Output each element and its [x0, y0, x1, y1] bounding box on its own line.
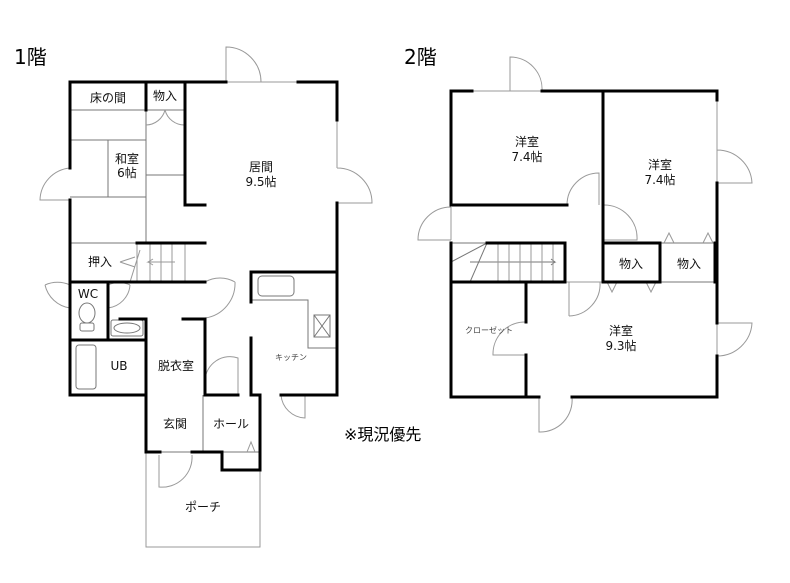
room-wc: WC [78, 287, 98, 301]
room-western-3: 洋室 [609, 323, 633, 338]
room-closet: クローゼット [465, 325, 513, 335]
room-storage-1f: 物入 [153, 89, 177, 103]
floor1-plan [39, 46, 373, 548]
floor1-title: 1階 [14, 45, 47, 69]
room-living: 居間 [249, 160, 273, 174]
room-kitchen: キッチン [275, 353, 307, 362]
room-western-2-size: 7.4帖 [644, 172, 675, 187]
room-hall: ホール [213, 417, 249, 431]
room-washitsu-size: 6帖 [117, 165, 137, 180]
floor2-plan [417, 56, 753, 433]
room-ub: UB [110, 359, 127, 373]
room-storage-2f-1: 物入 [619, 257, 643, 271]
room-western-3-size: 9.3帖 [605, 338, 636, 353]
room-genkan: 玄関 [163, 416, 187, 431]
room-western-2: 洋室 [648, 157, 672, 172]
room-western-1-size: 7.4帖 [511, 149, 542, 164]
room-storage-2f-2: 物入 [677, 257, 701, 271]
room-dressing: 脱衣室 [158, 358, 194, 373]
room-living-size: 9.5帖 [245, 174, 276, 189]
room-western-1: 洋室 [515, 134, 539, 149]
room-porch: ポーチ [185, 500, 221, 514]
room-tokonoma: 床の間 [90, 91, 126, 105]
room-washitsu: 和室 [115, 151, 139, 166]
room-oshiire: 押入 [88, 255, 112, 269]
floor2-title: 2階 [404, 45, 437, 69]
note-current-condition: ※現況優先 [344, 425, 421, 444]
